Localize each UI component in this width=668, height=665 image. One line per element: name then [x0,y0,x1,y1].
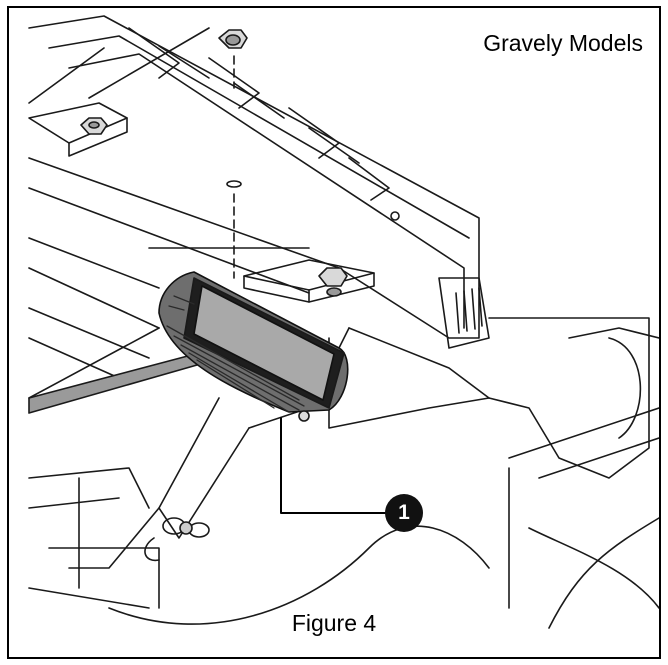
callout-leader [280,417,386,514]
callout-1: 1 [385,494,423,532]
figure-frame: Gravely Models 1 Figure 4 [7,6,661,659]
left-bracket [28,102,340,379]
right-frame [328,277,659,629]
support-arm [28,327,490,625]
flange-nut [218,29,248,279]
model-label: Gravely Models [483,30,643,56]
technical-illustration [28,15,659,629]
figure-caption: Figure 4 [291,610,377,636]
light-assembly [158,271,349,422]
hitch-pin [144,517,210,562]
mounting-bracket [243,259,375,303]
mounting-bolt-left [80,117,108,135]
